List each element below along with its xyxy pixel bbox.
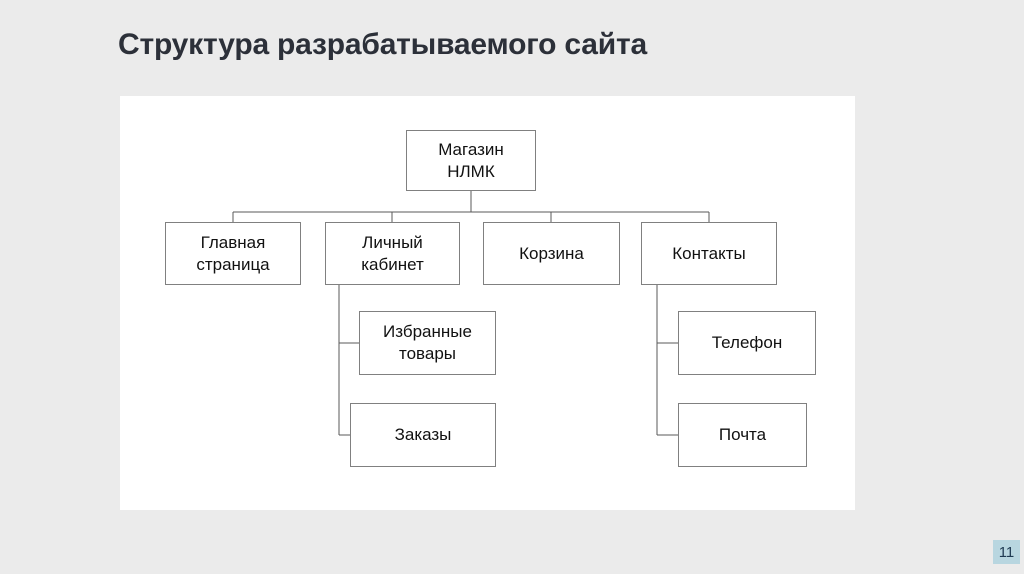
- diagram-node-contacts[interactable]: Контакты: [641, 222, 777, 285]
- diagram-node-orders-label: Заказы: [394, 425, 452, 445]
- diagram-node-contacts-label: Контакты: [672, 243, 746, 263]
- page-number-badge: 11: [993, 540, 1020, 564]
- diagram-panel: Магазин НЛМК Главная страница Личный каб…: [120, 96, 855, 510]
- diagram-node-account[interactable]: Личный кабинет: [325, 222, 460, 285]
- diagram-node-root[interactable]: Магазин НЛМК: [406, 130, 536, 191]
- diagram-node-phone[interactable]: Телефон: [678, 311, 816, 375]
- diagram-node-root-label: Магазин НЛМК: [438, 139, 504, 181]
- diagram-node-orders[interactable]: Заказы: [350, 403, 496, 467]
- diagram-node-favorites[interactable]: Избранные товары: [359, 311, 496, 375]
- diagram-node-favorites-label: Избранные товары: [383, 322, 472, 363]
- page-title: Структура разрабатываемого сайта: [118, 28, 647, 61]
- diagram-node-cart[interactable]: Корзина: [483, 222, 620, 285]
- diagram-node-mail-label: Почта: [718, 425, 767, 445]
- diagram-node-phone-label: Телефон: [711, 333, 783, 353]
- diagram-node-mail[interactable]: Почта: [678, 403, 807, 467]
- diagram-node-home[interactable]: Главная страница: [165, 222, 301, 285]
- diagram-node-account-label: Личный кабинет: [361, 232, 424, 274]
- diagram-node-cart-label: Корзина: [519, 243, 584, 263]
- diagram-node-home-label: Главная страница: [196, 232, 270, 274]
